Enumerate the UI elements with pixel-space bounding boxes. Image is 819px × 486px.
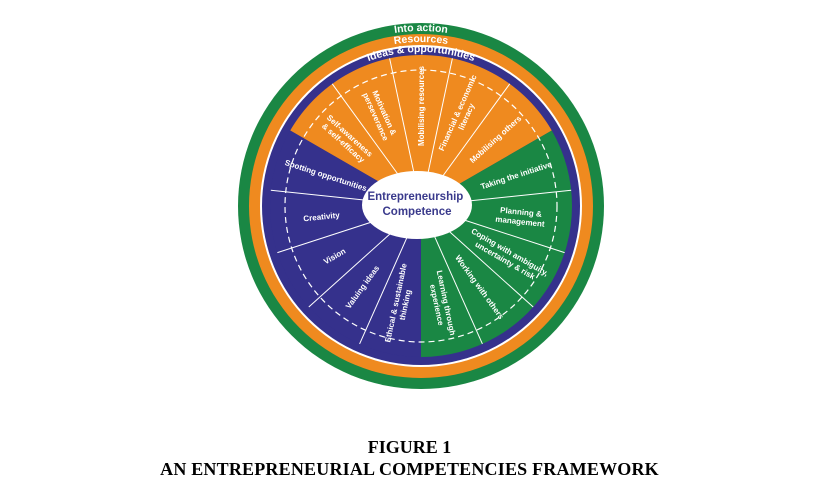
segment-label-line: Mobilising resources bbox=[417, 65, 426, 146]
segment-divider bbox=[308, 227, 398, 308]
segment-divider bbox=[427, 58, 453, 175]
segment-divider bbox=[452, 189, 572, 204]
dashed-inner-circle bbox=[284, 69, 558, 343]
segment-label-line: Creativity bbox=[303, 211, 341, 224]
segment-label-ideas: Creativity bbox=[303, 211, 341, 224]
segment-label-resources: Mobilising resources bbox=[417, 65, 426, 146]
center-label-line-1: Entrepreneurship bbox=[367, 191, 463, 203]
competence-wheel-diagram: Into action Resources Ideas & opportunit… bbox=[238, 22, 604, 389]
center-label: Entrepreneurship Competence bbox=[367, 191, 466, 218]
segment-label-line: Planning & bbox=[500, 206, 543, 219]
segment-divider bbox=[439, 83, 511, 181]
figure-title: AN ENTREPRENEURIAL COMPETENCIES FRAMEWOR… bbox=[160, 459, 659, 479]
center-ellipse bbox=[362, 171, 472, 239]
segment-divider bbox=[451, 215, 565, 254]
segment-divider bbox=[433, 235, 483, 345]
segment-divider bbox=[331, 83, 403, 181]
ring-label-into-action: Into action bbox=[393, 22, 448, 36]
figure-number: FIGURE 1 bbox=[367, 437, 452, 457]
segment-divider bbox=[389, 58, 415, 175]
segment-divider bbox=[359, 235, 409, 345]
segment-divider bbox=[444, 227, 534, 308]
center-label-line-2: Competence bbox=[382, 206, 451, 218]
